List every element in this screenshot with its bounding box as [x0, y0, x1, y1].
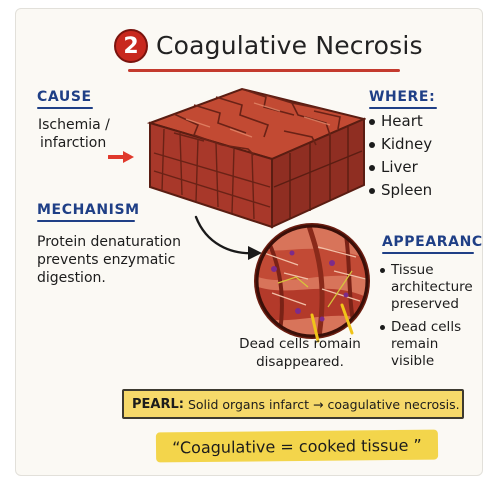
red-arrow-icon: [108, 151, 134, 163]
pearl-box: PEARL: Solid organs infarct → coagulativ…: [122, 389, 464, 419]
quote-highlight: “Coagulative = cooked tissue ”: [155, 429, 439, 463]
bullet-icon: [369, 164, 375, 171]
appearance-heading: Appearance:: [382, 234, 483, 250]
mechanism-line-2: prevents enzymatic: [37, 252, 176, 268]
mechanism-underline: [37, 220, 135, 222]
mechanism-line-3: digestion.: [37, 270, 106, 286]
dead-cells-label: Dead cells romain disappeared.: [230, 335, 370, 371]
list-item: Liver: [369, 156, 432, 179]
bullet-icon: [369, 141, 375, 148]
bullet-icon: [380, 268, 385, 273]
dead-cells-line-1: Dead cells romain: [239, 336, 361, 352]
magnified-tissue-illustration: [254, 223, 370, 343]
where-list: Heart Kidney Liver Spleen: [369, 110, 432, 202]
list-item: Kidney: [369, 133, 432, 156]
appearance-underline: [382, 252, 474, 254]
dead-cells-line-2: disappeared.: [256, 354, 344, 370]
where-heading: Where:: [369, 89, 436, 105]
pearl-label: PEARL:: [132, 396, 184, 412]
cause-text: Ischemia / infarction: [38, 116, 110, 152]
infographic-card: 2 Coagulative Necrosis Cause Ischemia / …: [15, 8, 483, 476]
title-underline: [128, 69, 400, 72]
cause-heading: Cause: [37, 89, 92, 105]
list-item: Heart: [369, 110, 432, 133]
mechanism-heading: Mechanism: [37, 202, 140, 218]
curved-arrow-icon: [194, 215, 262, 260]
mechanism-text: Protein denaturation prevents enzymatic …: [37, 233, 181, 287]
quote-text: “Coagulative = cooked tissue ”: [172, 435, 422, 457]
cause-underline: [37, 107, 93, 109]
bullet-icon: [380, 325, 385, 330]
cause-line-1: Ischemia /: [38, 117, 110, 133]
list-item: Tissue architecture preserved: [380, 262, 480, 313]
bullet-icon: [369, 187, 375, 194]
pearl-text: Solid organs infarct → coagulative necro…: [187, 396, 460, 412]
tissue-block-illustration: [146, 87, 366, 229]
where-underline: [369, 107, 437, 109]
list-item: Spleen: [369, 179, 432, 202]
appearance-list: Tissue architecture preserved Dead cells…: [380, 262, 480, 376]
list-item: Dead cells remain visible: [380, 319, 480, 370]
cause-line-2: infarction: [40, 135, 107, 151]
bullet-icon: [369, 118, 375, 125]
page-title: Coagulative Necrosis: [156, 31, 423, 60]
number-badge-icon: 2: [114, 29, 148, 63]
mechanism-line-1: Protein denaturation: [37, 234, 181, 250]
